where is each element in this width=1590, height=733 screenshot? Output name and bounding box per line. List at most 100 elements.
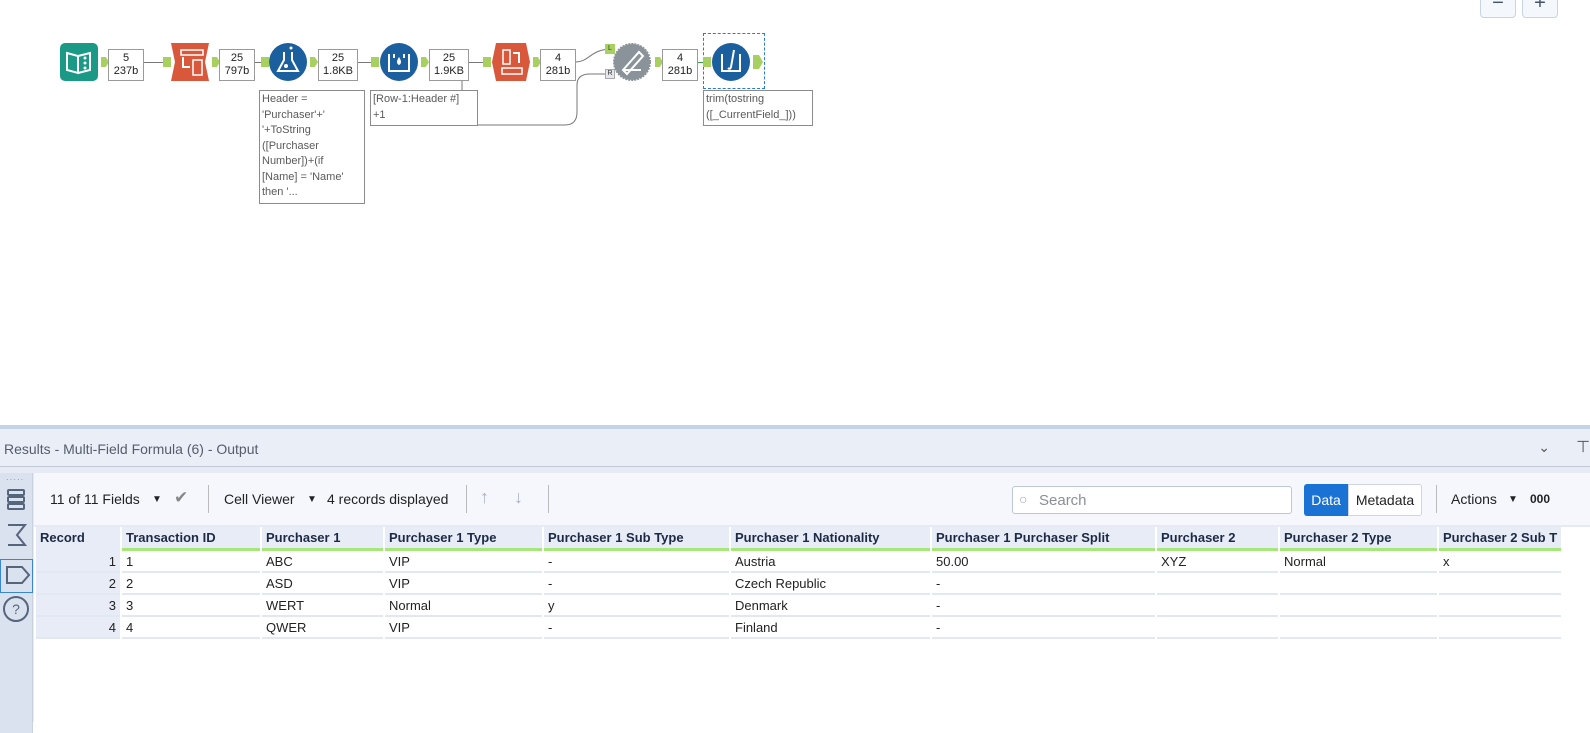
cell[interactable]: 4 <box>122 617 260 639</box>
caret-down-icon[interactable]: ▼ <box>1508 494 1518 505</box>
cell[interactable] <box>1157 617 1278 639</box>
input-anchor[interactable] <box>163 57 171 67</box>
column-header[interactable]: Transaction ID <box>122 527 260 551</box>
output-anchor[interactable] <box>101 57 109 67</box>
input-anchor[interactable] <box>483 57 491 67</box>
help-icon[interactable]: ? <box>3 595 29 623</box>
cell[interactable]: Normal <box>1280 551 1437 573</box>
cell[interactable] <box>1157 573 1278 595</box>
cell[interactable]: VIP <box>385 551 542 573</box>
table-view-icon[interactable] <box>3 487 29 515</box>
cell[interactable] <box>1439 617 1562 639</box>
cell[interactable]: Czech Republic <box>731 573 930 595</box>
formula-tool[interactable] <box>269 43 307 81</box>
table-row[interactable]: 3 3 WERT Normal y Denmark - <box>36 595 1562 617</box>
cell[interactable]: ABC <box>262 551 383 573</box>
cell[interactable]: 2 <box>122 573 260 595</box>
input-anchor[interactable] <box>371 57 379 67</box>
cell[interactable]: - <box>544 551 729 573</box>
data-tab[interactable]: Data <box>1304 484 1348 516</box>
pin-icon[interactable]: ⊤ <box>1576 439 1590 456</box>
fields-dropdown[interactable]: 11 of 11 Fields <box>50 491 140 507</box>
search-input[interactable]: ○ Search <box>1012 486 1292 514</box>
column-header[interactable]: Purchaser 1 Purchaser Split <box>932 527 1155 551</box>
arrow-down-icon[interactable]: ↓ <box>514 487 523 507</box>
output-anchor[interactable] <box>212 57 220 67</box>
drag-handle[interactable]: ····· <box>6 475 25 484</box>
column-header[interactable]: Purchaser 1 <box>262 527 383 551</box>
formula-annotation[interactable]: Header = 'Purchaser'+' '+ToString ([Purc… <box>259 90 365 204</box>
caret-down-icon[interactable]: ▼ <box>307 494 317 505</box>
column-header[interactable]: Purchaser 2 Sub T <box>1439 527 1562 551</box>
table-row[interactable]: 4 4 QWER VIP - Finland - <box>36 617 1562 639</box>
right-input-anchor[interactable]: R <box>605 69 615 79</box>
zoom-out-button[interactable]: − <box>1480 0 1516 18</box>
cell[interactable]: - <box>544 617 729 639</box>
column-header[interactable]: Purchaser 1 Sub Type <box>544 527 729 551</box>
cell[interactable] <box>1439 595 1562 617</box>
cell[interactable]: VIP <box>385 617 542 639</box>
caret-down-icon[interactable]: ▼ <box>152 494 162 505</box>
cell[interactable]: XYZ <box>1157 551 1278 573</box>
cell[interactable]: Denmark <box>731 595 930 617</box>
output-anchor[interactable] <box>310 57 318 67</box>
multi-field-formula-tool[interactable] <box>712 43 750 81</box>
input-data-tool[interactable] <box>60 43 98 81</box>
cell[interactable]: y <box>544 595 729 617</box>
cell[interactable]: x <box>1439 551 1562 573</box>
left-input-anchor[interactable]: L <box>605 44 615 54</box>
cell[interactable] <box>1280 573 1437 595</box>
output-anchor[interactable] <box>533 57 541 67</box>
cell[interactable]: Finland <box>731 617 930 639</box>
cell[interactable]: VIP <box>385 573 542 595</box>
tag-icon[interactable] <box>0 559 33 593</box>
cell[interactable] <box>1280 595 1437 617</box>
cell[interactable]: 3 <box>122 595 260 617</box>
cell[interactable]: WERT <box>262 595 383 617</box>
cell[interactable] <box>1157 595 1278 617</box>
cell[interactable]: - <box>932 573 1155 595</box>
cell[interactable]: - <box>932 595 1155 617</box>
cell[interactable]: ASD <box>262 573 383 595</box>
multi-field-annotation[interactable]: trim(tostring ([_CurrentField_])) <box>703 90 813 126</box>
arrow-up-icon[interactable]: ↑ <box>480 487 489 507</box>
sum-icon[interactable] <box>3 523 29 551</box>
checkmark-icon[interactable]: ✔ <box>174 488 189 507</box>
actions-dropdown[interactable]: Actions <box>1451 491 1497 507</box>
column-header[interactable]: Purchaser 1 Nationality <box>731 527 930 551</box>
results-title: Results - Multi-Field Formula (6) - Outp… <box>4 441 259 457</box>
table-row[interactable]: 1 1 ABC VIP - Austria 50.00 XYZ Normal x <box>36 551 1562 573</box>
multi-row-formula-tool[interactable] <box>380 43 418 81</box>
cell-viewer-dropdown[interactable]: Cell Viewer <box>224 491 295 507</box>
cell[interactable]: QWER <box>262 617 383 639</box>
input-anchor[interactable] <box>703 57 711 67</box>
table-row[interactable]: 2 2 ASD VIP - Czech Republic - <box>36 573 1562 595</box>
cell[interactable] <box>1280 617 1437 639</box>
multi-row-annotation[interactable]: [Row-1:Header #] +1 <box>370 90 478 126</box>
cell[interactable]: 1 <box>122 551 260 573</box>
output-anchor[interactable] <box>753 55 763 69</box>
cell[interactable]: Normal <box>385 595 542 617</box>
column-header[interactable]: Purchaser 2 Type <box>1280 527 1437 551</box>
chevron-down-icon[interactable]: ⌄ <box>1538 439 1550 455</box>
zoom-in-button[interactable]: + <box>1522 0 1558 18</box>
metadata-tab[interactable]: Metadata <box>1348 484 1422 516</box>
cell[interactable]: - <box>544 573 729 595</box>
cell[interactable]: - <box>932 617 1155 639</box>
column-header[interactable]: Purchaser 1 Type <box>385 527 542 551</box>
cell[interactable]: 50.00 <box>932 551 1155 573</box>
dynamic-rename-tool[interactable] <box>613 43 651 81</box>
input-anchor[interactable] <box>261 57 269 67</box>
column-header-record[interactable]: Record <box>36 527 120 551</box>
column-header[interactable]: Purchaser 2 <box>1157 527 1278 551</box>
cell[interactable]: Austria <box>731 551 930 573</box>
output-anchor[interactable] <box>655 57 663 67</box>
cell[interactable] <box>1439 573 1562 595</box>
connection-line <box>357 62 371 63</box>
results-grid[interactable]: Record Transaction ID Purchaser 1 Purcha… <box>34 527 1590 727</box>
transpose-tool[interactable] <box>171 43 209 81</box>
more-options-button[interactable]: 000 <box>1530 492 1551 506</box>
workflow-canvas[interactable]: − + 5 237b 25 797b <box>0 0 1590 425</box>
crosstab-tool[interactable] <box>492 43 530 81</box>
output-anchor[interactable] <box>421 57 429 67</box>
